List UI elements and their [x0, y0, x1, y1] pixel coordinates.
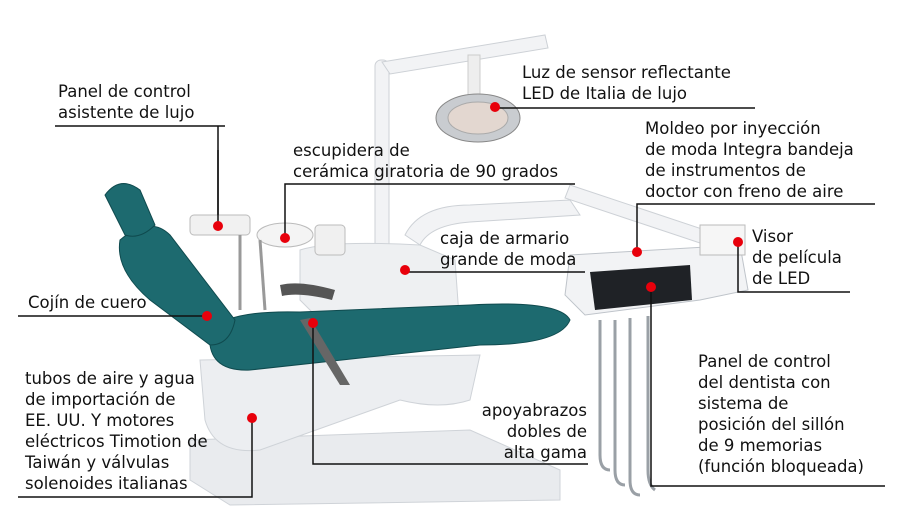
label-line: Visor: [752, 227, 793, 246]
label-line: del dentista con: [698, 373, 831, 392]
label-line: doctor con freno de aire: [645, 182, 844, 201]
label-line: Luz de sensor reflectante: [522, 63, 731, 82]
label-line: de instrumentos de: [645, 161, 806, 180]
label-line: escupidera de: [293, 141, 410, 160]
dentist-control-panel: [590, 265, 692, 310]
label-line: (función bloqueada): [698, 457, 864, 476]
label-assistant-panel: Panel de control asistente de lujo: [58, 81, 194, 123]
marker-dot: [646, 282, 656, 292]
label-line: asistente de lujo: [58, 103, 195, 122]
label-dentist-panel: Panel de control del dentista con sistema …: [698, 351, 864, 477]
label-line: grande de moda: [440, 250, 577, 269]
label-line: alta gama: [503, 443, 587, 462]
marker-dot: [400, 265, 410, 275]
label-film-viewer: Visor de película de LED: [752, 226, 842, 289]
label-line: dobles de: [506, 422, 587, 441]
marker-dot: [280, 233, 290, 243]
marker-dot: [247, 413, 257, 423]
label-line: EE. UU. Y motores: [25, 411, 175, 430]
callout-markers: [202, 102, 743, 423]
label-cabinet: caja de armario grande de moda: [440, 228, 576, 270]
label-line: sistema de: [698, 394, 789, 413]
callout-lines: [18, 107, 885, 498]
marker-dot: [308, 318, 318, 328]
marker-dot: [733, 237, 743, 247]
armrest: [280, 283, 335, 300]
label-line: caja de armario: [440, 229, 570, 248]
tray-arm: [404, 199, 581, 246]
label-line: apoyabrazos: [481, 401, 587, 420]
chair-base: [189, 429, 561, 506]
label-line: de 9 memorias: [698, 436, 823, 455]
label-line: Moldeo por inyección: [645, 119, 821, 138]
label-line: de moda Integra bandeja: [645, 140, 854, 159]
label-line: cerámica giratoria de 90 grados: [293, 162, 559, 181]
label-line: de LED: [752, 269, 811, 288]
chair-backrest: [118, 225, 236, 346]
label-line: Cojín de cuero: [28, 293, 147, 312]
label-line: de importación de: [25, 390, 176, 409]
label-line: Taiwán y válvulas: [25, 453, 170, 472]
marker-dot: [490, 102, 500, 112]
label-line: eléctricos Timotion de: [25, 432, 208, 451]
label-line: LED de Italia de lujo: [522, 84, 687, 103]
label-armrests: apoyabrazos dobles de alta gama: [482, 400, 587, 463]
label-line: solenoides italianas: [25, 474, 188, 493]
label-line: posición del sillón: [698, 415, 845, 434]
handpiece-hoses: [598, 316, 656, 497]
marker-dot: [632, 247, 642, 257]
label-line: Panel de control: [58, 82, 191, 101]
label-line: de película: [752, 248, 842, 267]
label-instrument-tray: Moldeo por inyección de moda Integra band…: [645, 118, 854, 202]
marker-dot: [213, 221, 223, 231]
label-line: tubos de aire y agua: [25, 369, 195, 388]
chair-seat: [209, 303, 571, 371]
label-cushion: Cojín de cuero: [28, 292, 147, 313]
label-line: Panel de control: [698, 352, 831, 371]
chair-headrest: [104, 183, 156, 237]
chair-lift-body: [199, 354, 481, 452]
light-arm: [381, 34, 549, 75]
marker-dot: [202, 311, 212, 321]
label-tubes-motors: tubos de aire y agua de importación de EE.…: [25, 368, 208, 494]
label-spittoon: escupidera de cerámica giratoria de 90 gr…: [293, 140, 558, 182]
